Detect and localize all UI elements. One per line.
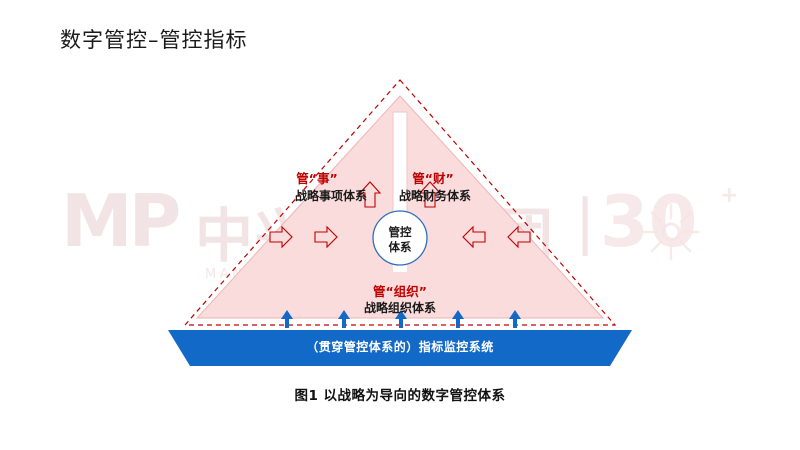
horizontal-arrow-right-outer (507, 225, 531, 249)
bottom-pillar-system-label: 战略组织体系 (363, 301, 436, 315)
core-circle (372, 210, 428, 266)
vertical-arrow-right (418, 181, 442, 208)
page-title: 数字管控–管控指标 (60, 28, 248, 52)
base-band-label: （贯穿管控体系的）指标监控系统 (306, 340, 494, 354)
horizontal-arrow-left-inner (314, 225, 338, 249)
left-pillar-system-label: 战略事项体系 (294, 189, 367, 203)
base-band (168, 330, 632, 366)
core-label-line1: 管控 (388, 225, 412, 239)
figure-caption: 图1 以战略为导向的数字管控体系 (294, 388, 506, 404)
band-up-arrows (281, 310, 521, 328)
right-pillar-system-label: 战略财务体系 (398, 189, 471, 203)
vertical-arrow-left (358, 181, 382, 208)
bottom-pillar-quoted-label: 管“组织” (373, 284, 427, 299)
right-pillar-quoted-label: 管“财” (412, 171, 454, 186)
core-label-line2: 体系 (388, 240, 412, 254)
core-label: 管控 体系 (360, 225, 440, 255)
left-pillar-quoted-label: 管“事” (296, 171, 338, 186)
horizontal-arrow-right-inner (462, 225, 486, 249)
horizontal-arrow-left-outer (269, 225, 293, 249)
